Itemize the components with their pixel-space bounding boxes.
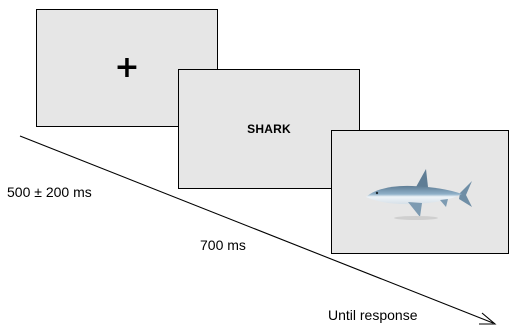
- fixation-duration-label: 500 ± 200 ms: [7, 184, 92, 200]
- fixation-cross: +: [114, 50, 140, 85]
- picture-screen: [331, 130, 509, 254]
- word-duration-label: 700 ms: [200, 237, 246, 253]
- word-screen: SHARK: [178, 69, 360, 189]
- shark-image: [366, 169, 472, 220]
- time-arrow-head: [479, 312, 497, 325]
- target-word: SHARK: [247, 122, 291, 136]
- picture-duration-label: Until response: [328, 307, 418, 323]
